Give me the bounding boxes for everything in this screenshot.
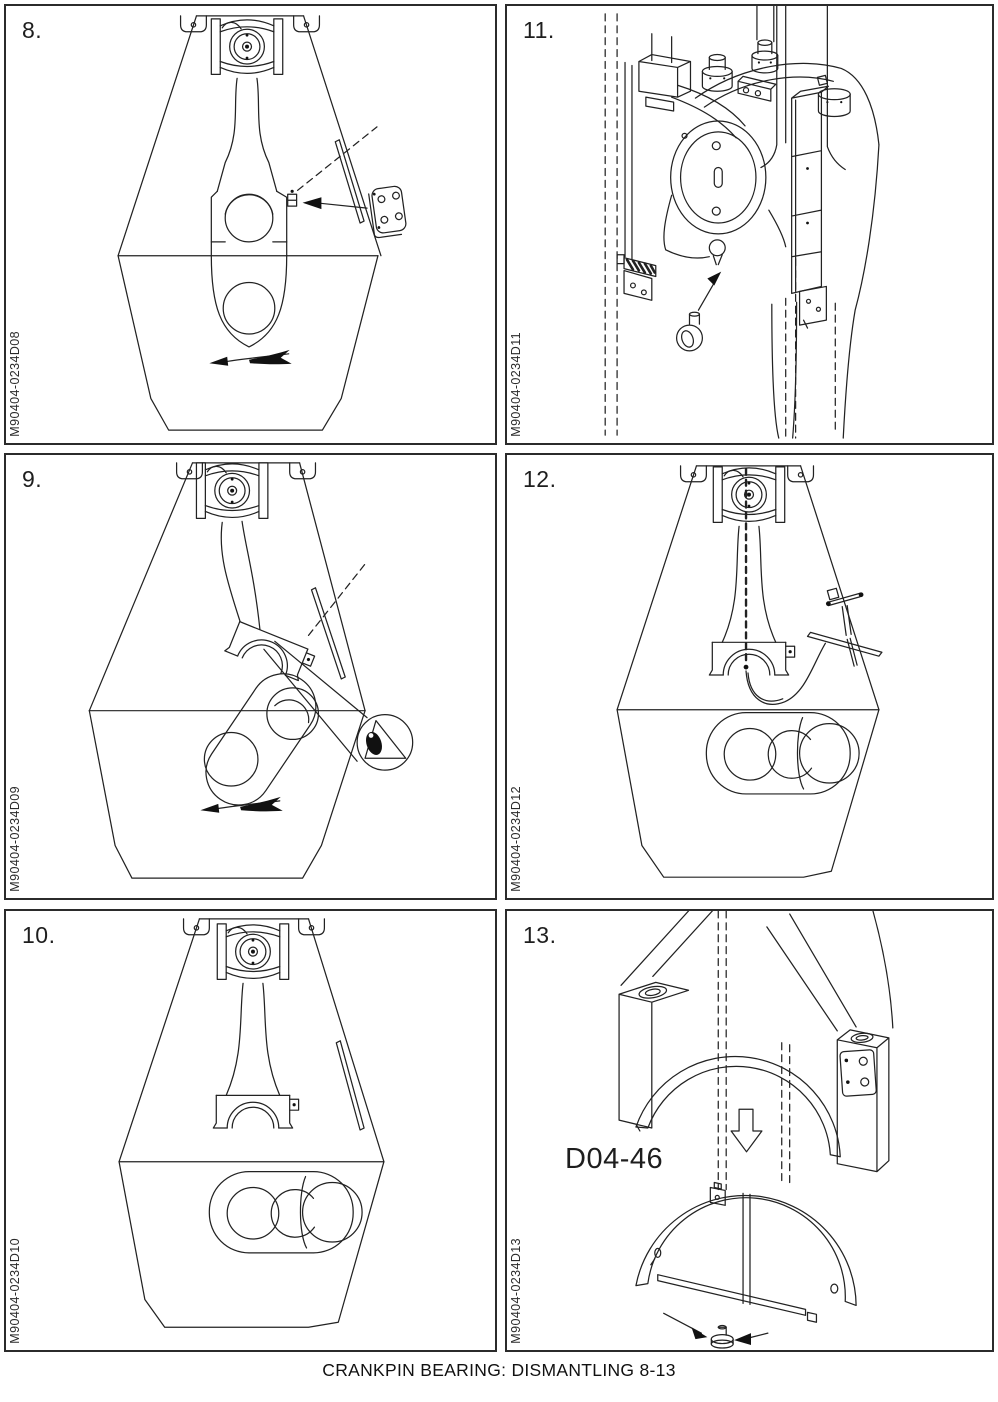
figure-step-11: 11. M90404-0234D11: [505, 4, 994, 445]
figure-step-13: 13. D04-46 M90404-0234D13: [505, 909, 994, 1352]
crank-pocket: [705, 712, 860, 795]
piston-icon: [210, 18, 284, 75]
figure-step-9: 9. M90404-0234D09: [4, 453, 497, 900]
t-handle-tool: [806, 587, 883, 657]
rotation-arrow-icon: [199, 796, 284, 814]
figure-number: 9.: [22, 466, 43, 492]
figure-code: M90404-0234D10: [8, 1238, 22, 1344]
pointer-arrow-icon: [734, 1332, 769, 1346]
foot-screw: [710, 1324, 734, 1349]
diagram-cradle-tool-d04-46: [618, 911, 894, 1349]
rotation-arrow-icon: [208, 349, 293, 367]
case-tab-icon: [787, 465, 815, 483]
piston-icon: [195, 462, 269, 520]
figure-code: M90404-0234D09: [8, 786, 22, 892]
page-caption: CRANKPIN BEARING: DISMANTLING 8-13: [322, 1360, 676, 1380]
bearing-keep-plate: [368, 185, 407, 239]
diagram-rod-securing-tool: [616, 465, 883, 878]
tool-code-label: D04-46: [565, 1143, 664, 1175]
big-end-fork: [212, 1094, 300, 1129]
crank-pocket: [208, 1171, 363, 1254]
big-end-fork: [708, 641, 796, 676]
piston-icon: [216, 923, 290, 980]
figure-code: M90404-0234D12: [509, 786, 523, 892]
diagram-bearing-shell-detail: [88, 462, 414, 879]
pointer-arrow-icon: [697, 271, 722, 311]
big-end-fork: [224, 619, 317, 684]
figure-number: 11.: [523, 17, 555, 43]
figure-code: M90404-0234D08: [8, 331, 22, 437]
diagram-crank-web-eyebolt: [604, 6, 880, 439]
pointer-arrow-icon: [302, 197, 368, 210]
figure-step-10: 10. M90404-0234D10: [4, 909, 497, 1352]
figure-step-12: 12. M90404-0234D12: [505, 453, 994, 900]
piston-icon: [712, 466, 786, 524]
diagram-connecting-rod-bolt: [117, 15, 407, 431]
figure-number: 8.: [22, 17, 43, 43]
figure-number: 12.: [523, 466, 557, 492]
figure-step-8: 8. M90404-0234D08: [4, 4, 497, 445]
pointer-arrow-icon: [663, 1312, 708, 1340]
figure-number: 10.: [22, 922, 56, 948]
figure-code: M90404-0234D13: [509, 1238, 523, 1344]
side-plate: [839, 1049, 877, 1097]
eyebolt-icon: [675, 311, 704, 352]
figure-code: M90404-0234D11: [509, 332, 523, 437]
diagram-rod-without-cap: [118, 918, 385, 1328]
figure-number: 13.: [523, 922, 557, 948]
down-arrow-icon: [730, 1108, 763, 1153]
detail-callout-bearing-lug: [356, 714, 414, 771]
